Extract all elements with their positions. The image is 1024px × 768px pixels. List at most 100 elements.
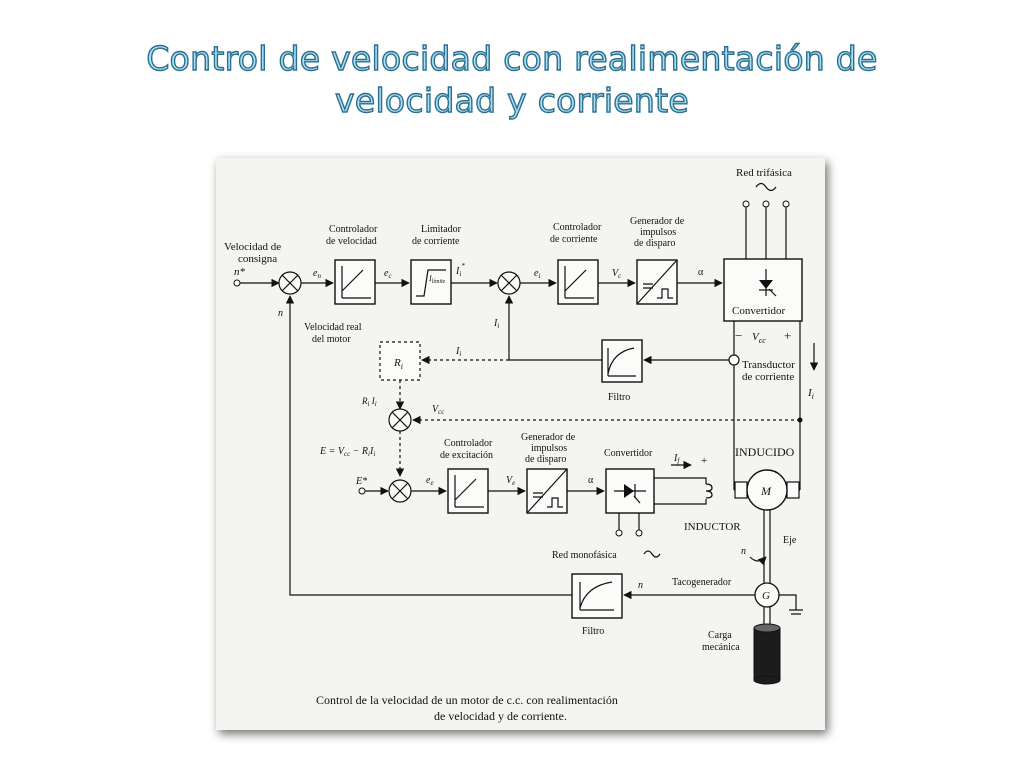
vcc-label: Vcc: [752, 331, 766, 345]
controlador-corriente-label-2: de corriente: [550, 234, 598, 245]
alpha2-label: α: [588, 475, 594, 486]
emf-equation: E = Vcc − RiIi: [319, 446, 375, 458]
en-label: en: [313, 268, 321, 280]
ac-single-phase-icon: [643, 550, 661, 558]
generador-label-1: Generador de: [630, 216, 685, 227]
n-feedback-label: n: [278, 308, 283, 319]
controlador-velocidad-label-2: de velocidad: [326, 236, 377, 247]
ve-label: Ve: [506, 475, 515, 487]
emf-summing-junction: [388, 408, 412, 432]
figure-caption-line-2: de velocidad y de corriente.: [434, 709, 567, 723]
generador-exc-label-1: Generador de: [521, 432, 576, 443]
slide-title-line-1: Control de velocidad con realimentación …: [146, 38, 878, 78]
filtro-velocidad-label: Filtro: [582, 626, 604, 637]
controlador-velocidad-label-1: Controlador: [329, 224, 378, 235]
controlador-corriente-label-1: Controlador: [553, 222, 602, 233]
slide-title: Control de velocidad con realimentación …: [0, 38, 1024, 122]
ri-block: [379, 341, 421, 381]
transductor-label-1: Transductor: [742, 359, 795, 371]
n-ref-terminal: [233, 279, 241, 287]
current-summing-junction: [497, 271, 521, 295]
pulse-generator-icon: [526, 468, 568, 514]
red-monofasica-label: Red monofásica: [552, 550, 617, 561]
vc-label: Vc: [612, 268, 622, 280]
figure-caption-line-1: Control de la velocidad de un motor de c…: [316, 693, 618, 707]
if-label: If: [673, 453, 680, 465]
controlador-excitacion-label-2: de excitación: [440, 450, 493, 461]
speed-filter-block: [571, 573, 623, 619]
red-trifasica-label: Red trifásica: [736, 167, 792, 179]
e-ref-label: E*: [355, 476, 367, 487]
thyristor-icon: [759, 269, 777, 297]
ri-label: Ri: [393, 357, 403, 371]
ei-label: ei: [534, 268, 540, 280]
speed-summing-junction: [278, 271, 302, 295]
generador-label-2: impulsos: [640, 227, 676, 238]
limitador-label-2: de corriente: [412, 236, 460, 247]
n-motor-label: n: [741, 546, 746, 557]
armature-current-label: Ii: [807, 387, 814, 401]
motor-m-label: M: [760, 484, 772, 498]
generador-exc-label-2: impulsos: [531, 443, 567, 454]
limiter-characteristic-icon: [416, 269, 446, 297]
inductor-label: INDUCTOR: [684, 521, 741, 533]
velocidad-real-label-1: Velocidad real: [304, 322, 362, 333]
field-winding-icon: [705, 483, 713, 499]
i-limite-label: Ilímite: [428, 274, 446, 285]
vcc-sensor-label: Vcc: [432, 404, 445, 416]
velocidad-consigna-label-1: Velocidad de: [224, 241, 281, 253]
current-limiter-block: [410, 259, 452, 305]
control-diagram-figure: Red trifásica Convertidor − Vcc + Transd…: [216, 158, 825, 730]
current-transducer: [728, 354, 740, 366]
ground-icon: [779, 594, 803, 615]
mechanical-load-icon: [753, 623, 781, 685]
n-ref-label: n*: [234, 266, 246, 278]
inducido-label: INDUCIDO: [735, 445, 795, 459]
ii-feedback-label: Ii: [493, 318, 499, 330]
transductor-label-2: de corriente: [742, 371, 794, 383]
vcc-minus: −: [735, 328, 742, 343]
ii-dashed-label: Ii: [455, 346, 461, 358]
dc-motor-icon: [746, 469, 788, 511]
tacho-g-label: G: [762, 590, 770, 602]
carga-label-2: mecánica: [702, 642, 740, 653]
slide-title-line-2: velocidad y corriente: [334, 80, 689, 120]
speed-feedback-path: [285, 295, 572, 596]
carga-label-1: Carga: [708, 630, 732, 641]
vcc-plus: +: [784, 328, 791, 343]
pulse-generator-icon: [636, 259, 678, 305]
pi-characteristic-icon: [341, 266, 371, 299]
pi-characteristic-icon: [564, 266, 594, 299]
thyristor-icon: [614, 484, 646, 504]
ri-ii-label: Ri Ii: [361, 396, 377, 408]
velocidad-real-label-2: del motor: [312, 334, 351, 345]
generador-exc-label-3: de disparo: [525, 454, 566, 465]
current-feedback-path: [504, 295, 602, 361]
ee-label: ee: [426, 475, 434, 487]
generador-label-3: de disparo: [634, 238, 675, 249]
rotation-arrow-icon: [749, 556, 767, 566]
alpha-label: α: [698, 267, 704, 278]
three-phase-terminals: [742, 200, 790, 259]
ac-source-icon: [755, 182, 777, 192]
current-filter-block: [601, 339, 643, 383]
pi-characteristic-icon: [454, 475, 484, 508]
motor-shaft: [763, 510, 771, 628]
velocidad-consigna-label-2: consigna: [238, 253, 277, 265]
field-plus: +: [701, 455, 707, 467]
controlador-excitacion-label-1: Controlador: [444, 438, 493, 449]
convertidor-label: Convertidor: [732, 305, 785, 317]
n-filter-label: n: [638, 580, 643, 591]
filter-characteristic-icon: [579, 581, 614, 611]
tacogenerador-label: Tacogenerador: [672, 577, 732, 588]
excitation-summing-junction: [388, 479, 412, 503]
filter-characteristic-icon: [607, 347, 636, 377]
ec-label: ec: [384, 268, 392, 280]
convertidor-exc-label: Convertidor: [604, 448, 653, 459]
eje-label: Eje: [783, 535, 797, 546]
i-ref-label: Ii*: [455, 262, 465, 278]
control-diagram: Red trifásica Convertidor − Vcc + Transd…: [224, 167, 819, 723]
e-ref-terminal: [358, 487, 366, 495]
limitador-label-1: Limitador: [421, 224, 462, 235]
filtro-corriente-label: Filtro: [608, 392, 630, 403]
